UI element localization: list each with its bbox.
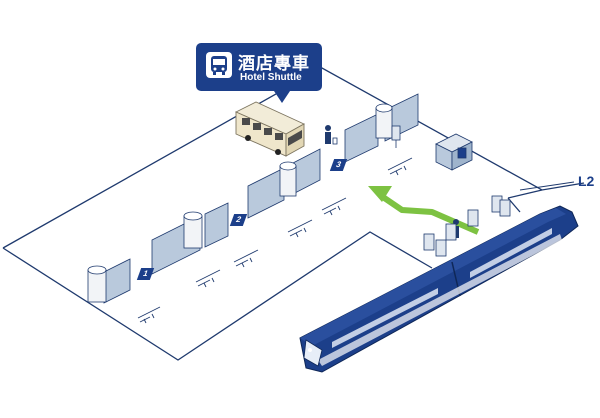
- hotel-shuttle-label-en: Hotel Shuttle: [240, 72, 302, 83]
- direction-arrow-icon: [368, 186, 480, 235]
- trolley-marking-5: [321, 197, 347, 216]
- airport-express-train-icon: [299, 205, 579, 373]
- glass-barrier-6: [344, 113, 379, 163]
- level-label: L2: [578, 173, 595, 189]
- glass-barrier-3: [204, 202, 229, 248]
- pillar-1: [87, 265, 107, 303]
- pillar-2: [183, 211, 203, 249]
- trolley-marking-4: [287, 219, 313, 238]
- passenger-1: [325, 125, 338, 145]
- platform-outline: [2, 67, 585, 361]
- trolley-marking-6: [387, 157, 413, 176]
- info-stand: [391, 125, 401, 148]
- bus-icon: [206, 52, 232, 78]
- pillar-3: [279, 161, 297, 197]
- level-leader-line: [519, 181, 575, 191]
- shuttle-bus-icon: [234, 101, 305, 157]
- pillar-4: [375, 103, 393, 139]
- trolley-marking-1: [137, 306, 161, 324]
- fare-gate-3: [491, 195, 511, 217]
- fare-gate-1: [423, 233, 447, 257]
- hotel-shuttle-label-zh: 酒店專車: [238, 54, 310, 74]
- trolley-marking-3: [233, 249, 259, 268]
- glass-barrier-4: [247, 167, 285, 219]
- glass-barrier-5: [292, 148, 321, 195]
- glass-barrier-1: [103, 258, 131, 304]
- hotel-shuttle-callout: 酒店專車 Hotel Shuttle: [196, 43, 322, 103]
- ticket-kiosk: [435, 133, 473, 171]
- trolley-marking-2: [195, 269, 221, 288]
- fare-gate-2: [445, 209, 479, 241]
